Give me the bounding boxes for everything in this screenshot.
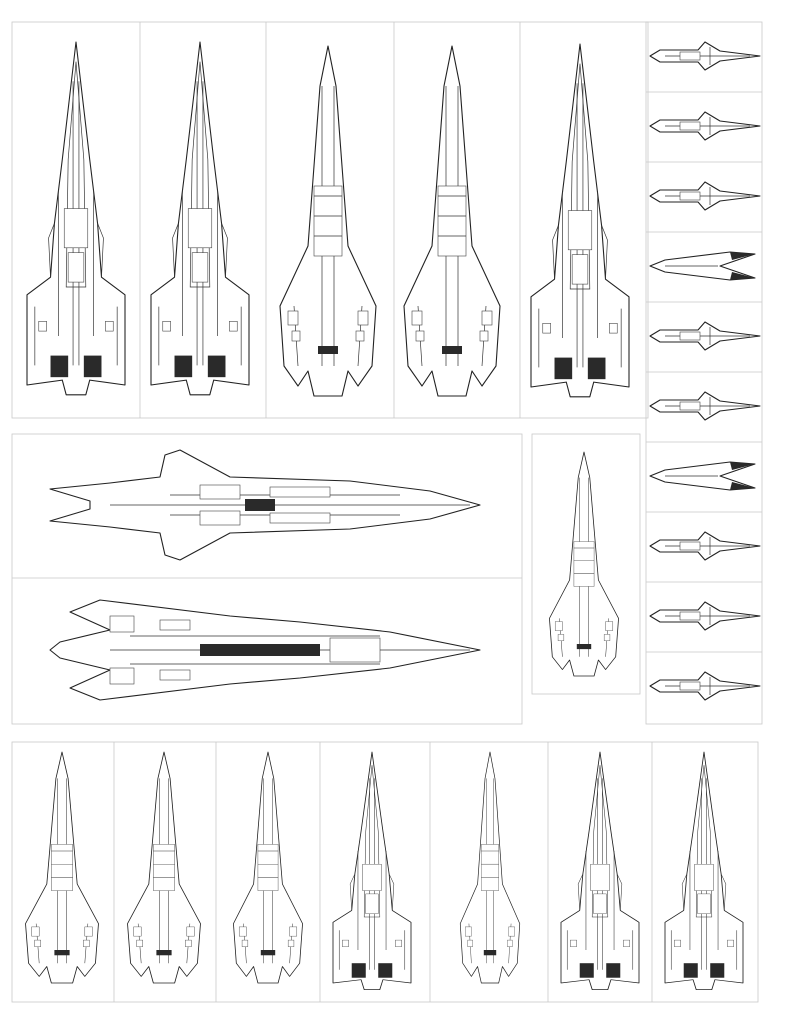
ship-bottom-5 — [459, 751, 521, 984]
grid-lines — [11, 21, 763, 1003]
ship-right-6 — [649, 391, 761, 421]
middle-left — [49, 449, 481, 701]
ship-right-10 — [649, 671, 761, 701]
ship-top-4 — [403, 45, 501, 397]
right-column — [649, 41, 761, 701]
ship-bottom-3 — [233, 751, 303, 984]
top-row — [26, 41, 630, 398]
ship-bottom-7 — [664, 751, 744, 991]
ship-right-3 — [649, 181, 761, 211]
ship-bottom-6 — [560, 751, 640, 991]
bottom-row — [25, 751, 744, 991]
ship-top-5 — [530, 43, 630, 398]
ship-right-7 — [649, 461, 756, 491]
ship-right-1 — [649, 41, 761, 71]
ship-top-3 — [279, 45, 377, 397]
ship-bottom-2 — [127, 751, 201, 984]
ship-right-2 — [649, 111, 761, 141]
ship-middle-right — [549, 451, 619, 677]
ship-bottom-1 — [25, 751, 99, 984]
ship-top-2 — [150, 41, 250, 396]
ship-right-5 — [649, 321, 761, 351]
middle-right — [549, 451, 619, 677]
ship-bottom-4 — [332, 751, 412, 991]
ship-middle-large-1 — [49, 449, 481, 561]
ship-middle-large-2 — [49, 599, 481, 701]
ship-right-8 — [649, 531, 761, 561]
ship-top-1 — [26, 41, 126, 396]
ship-right-4 — [649, 251, 756, 281]
ship-right-9 — [649, 601, 761, 631]
